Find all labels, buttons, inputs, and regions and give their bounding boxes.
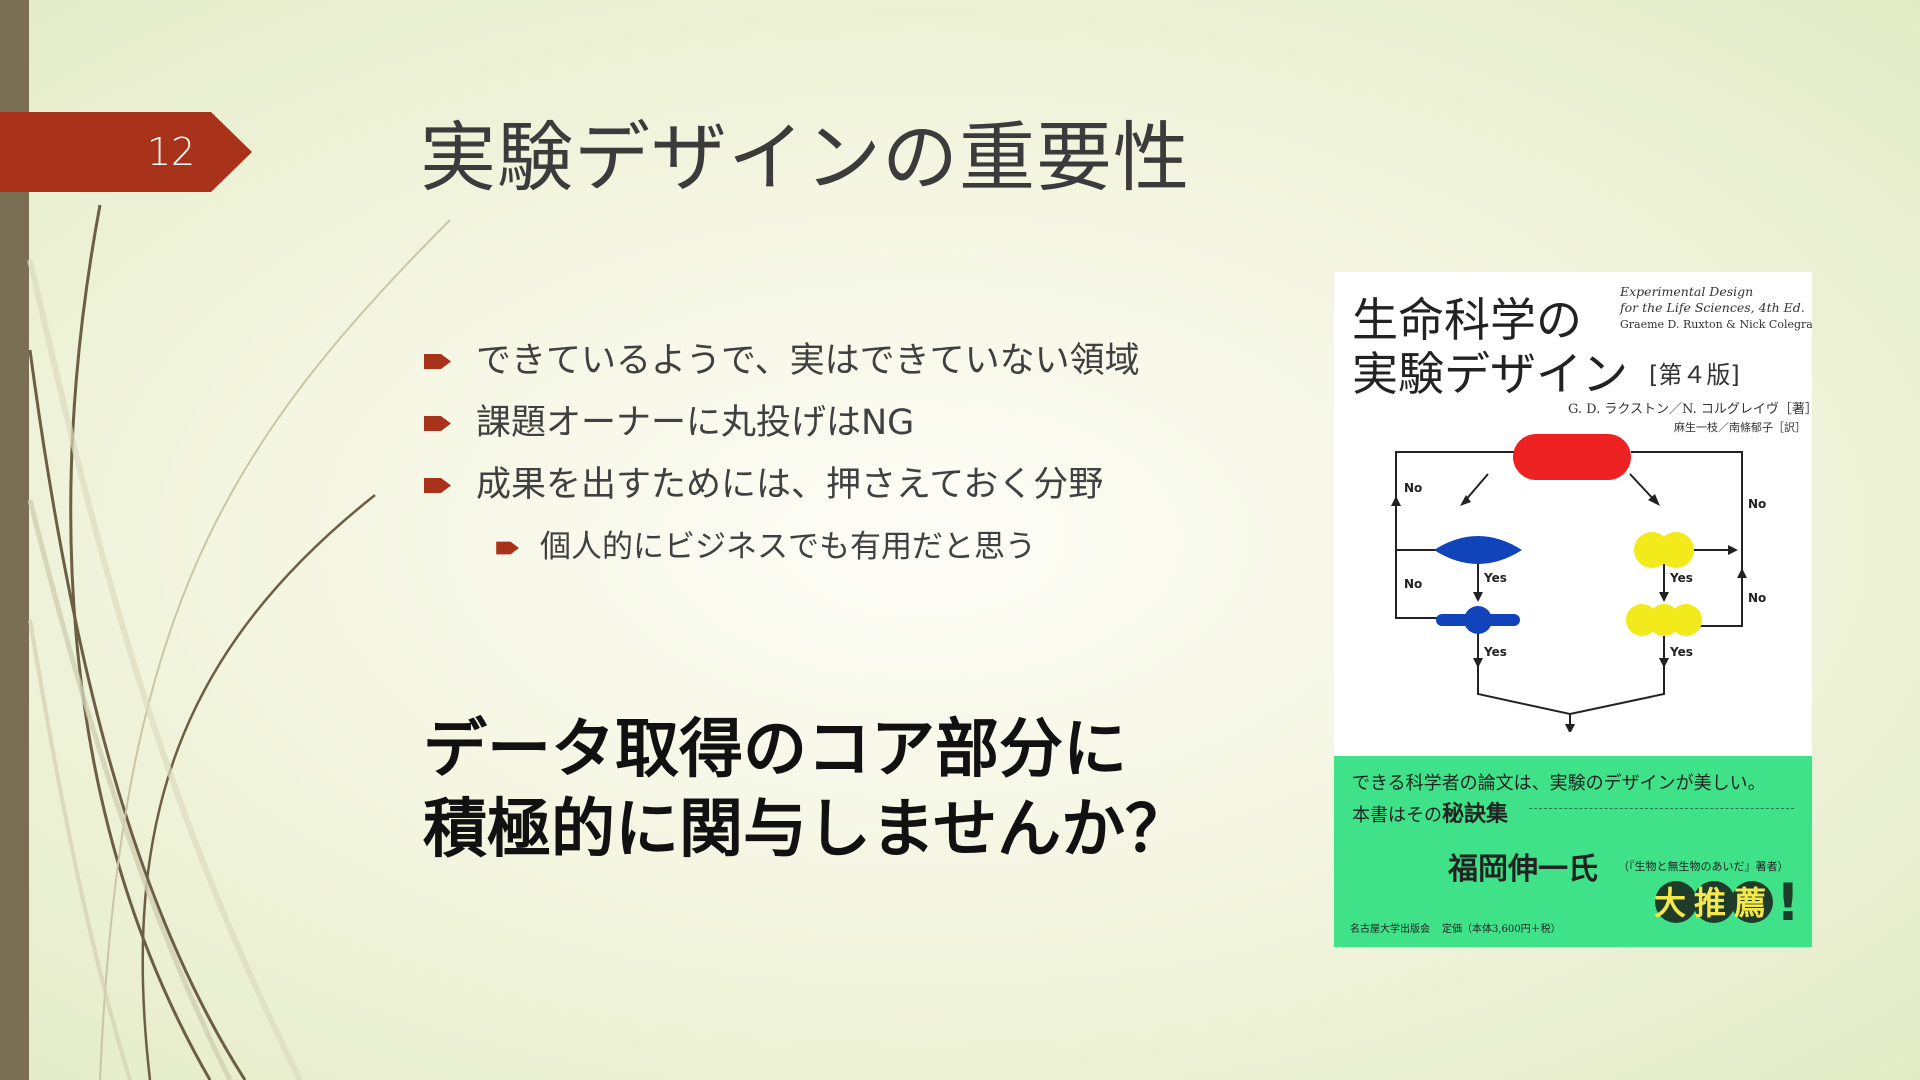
emphasis-line-2: 積極的に関与しませんか？	[423, 793, 1190, 867]
badge-exclamation: !	[1776, 874, 1800, 930]
badge-text: 大推薦	[1654, 884, 1774, 922]
emphasis-line-1: データ取得のコア部分に	[423, 713, 1127, 787]
flow-label-yes: Yes	[1483, 645, 1507, 659]
bullet-text: 成果を出すためには、押さえておく分野	[476, 465, 1104, 505]
flow-label-no: No	[1404, 577, 1422, 591]
book-title-line-1: 生命科学の	[1352, 293, 1582, 347]
book-publisher: 名古屋大学出版会	[1350, 924, 1430, 935]
bullet-item: 成果を出すためには、押さえておく分野	[420, 459, 1320, 521]
bullet-item: 課題オーナーに丸投げはNG	[420, 397, 1320, 459]
flow-label-no: No	[1404, 481, 1422, 495]
book-translators: 麻生一枝／南條郁子［訳］	[1674, 421, 1806, 434]
book-blurb-2: 本書はその秘訣集	[1352, 796, 1508, 828]
sub-bullet-item: 個人的にビジネスでも有用だと思う	[420, 521, 1320, 583]
bullet-arrow-icon	[496, 541, 519, 555]
bullet-item: できているようで、実はできていない領域	[420, 335, 1320, 397]
sub-bullet-text: 個人的にビジネスでも有用だと思う	[540, 529, 1036, 565]
bullet-arrow-icon	[424, 478, 451, 493]
book-green-band	[1334, 756, 1812, 947]
book-title-line-2: 実験デザイン	[1352, 347, 1628, 401]
slide-number-tab	[0, 112, 252, 192]
bullet-list: できているようで、実はできていない領域 課題オーナーに丸投げはNG 成果を出すた…	[420, 335, 1320, 583]
book-cover: 生命科学の 実験デザイン [第４版] Experimental Design f…	[1334, 272, 1812, 947]
emphasis-text: データ取得のコア部分に 積極的に関与しませんか？	[423, 710, 1189, 870]
bullet-text: 課題オーナーに丸投げはNG	[476, 403, 915, 443]
bullet-arrow-icon	[424, 354, 451, 369]
book-recommend-badge: 大推薦 !	[1654, 874, 1800, 930]
decorative-swooshes	[27, 204, 451, 1080]
book-english-authors: Graeme D. Ruxton & Nick Colegrave	[1620, 318, 1812, 331]
book-edition: [第４版]	[1649, 361, 1740, 389]
flow-label-yes: Yes	[1483, 571, 1507, 585]
book-english-title-2: for the Life Sciences, 4th Ed.	[1620, 300, 1805, 315]
flow-label-yes: Yes	[1669, 645, 1693, 659]
book-english-title-1: Experimental Design	[1620, 284, 1754, 299]
book-dashed-rule	[1529, 808, 1794, 809]
book-flowchart-illustration: No No No No Yes Yes Yes Yes	[1391, 434, 1766, 732]
flow-label-yes: Yes	[1669, 571, 1693, 585]
flow-label-no: No	[1748, 591, 1766, 605]
bullet-text: できているようで、実はできていない領域	[476, 341, 1140, 381]
slide-title: 実験デザインの重要性	[420, 113, 1190, 202]
book-price: 定価（本体3,600円＋税）	[1442, 924, 1561, 935]
bullet-arrow-icon	[424, 416, 451, 431]
book-blurb-2-prefix: 本書はその	[1352, 805, 1442, 826]
book-blurb-1: できる科学者の論文は、実験のデザインが美しい。	[1352, 773, 1766, 794]
book-recommender: 福岡伸一氏	[1448, 852, 1598, 887]
book-recommender-note: （『生物と無生物のあいだ』著者）	[1618, 860, 1789, 873]
book-authors: G. D. ラクストン／N. コルグレイヴ［著］	[1568, 402, 1812, 417]
flow-label-no: No	[1748, 497, 1766, 511]
slide-number: 12	[146, 130, 196, 174]
book-blurb-2-emphasis: 秘訣集	[1442, 801, 1509, 827]
